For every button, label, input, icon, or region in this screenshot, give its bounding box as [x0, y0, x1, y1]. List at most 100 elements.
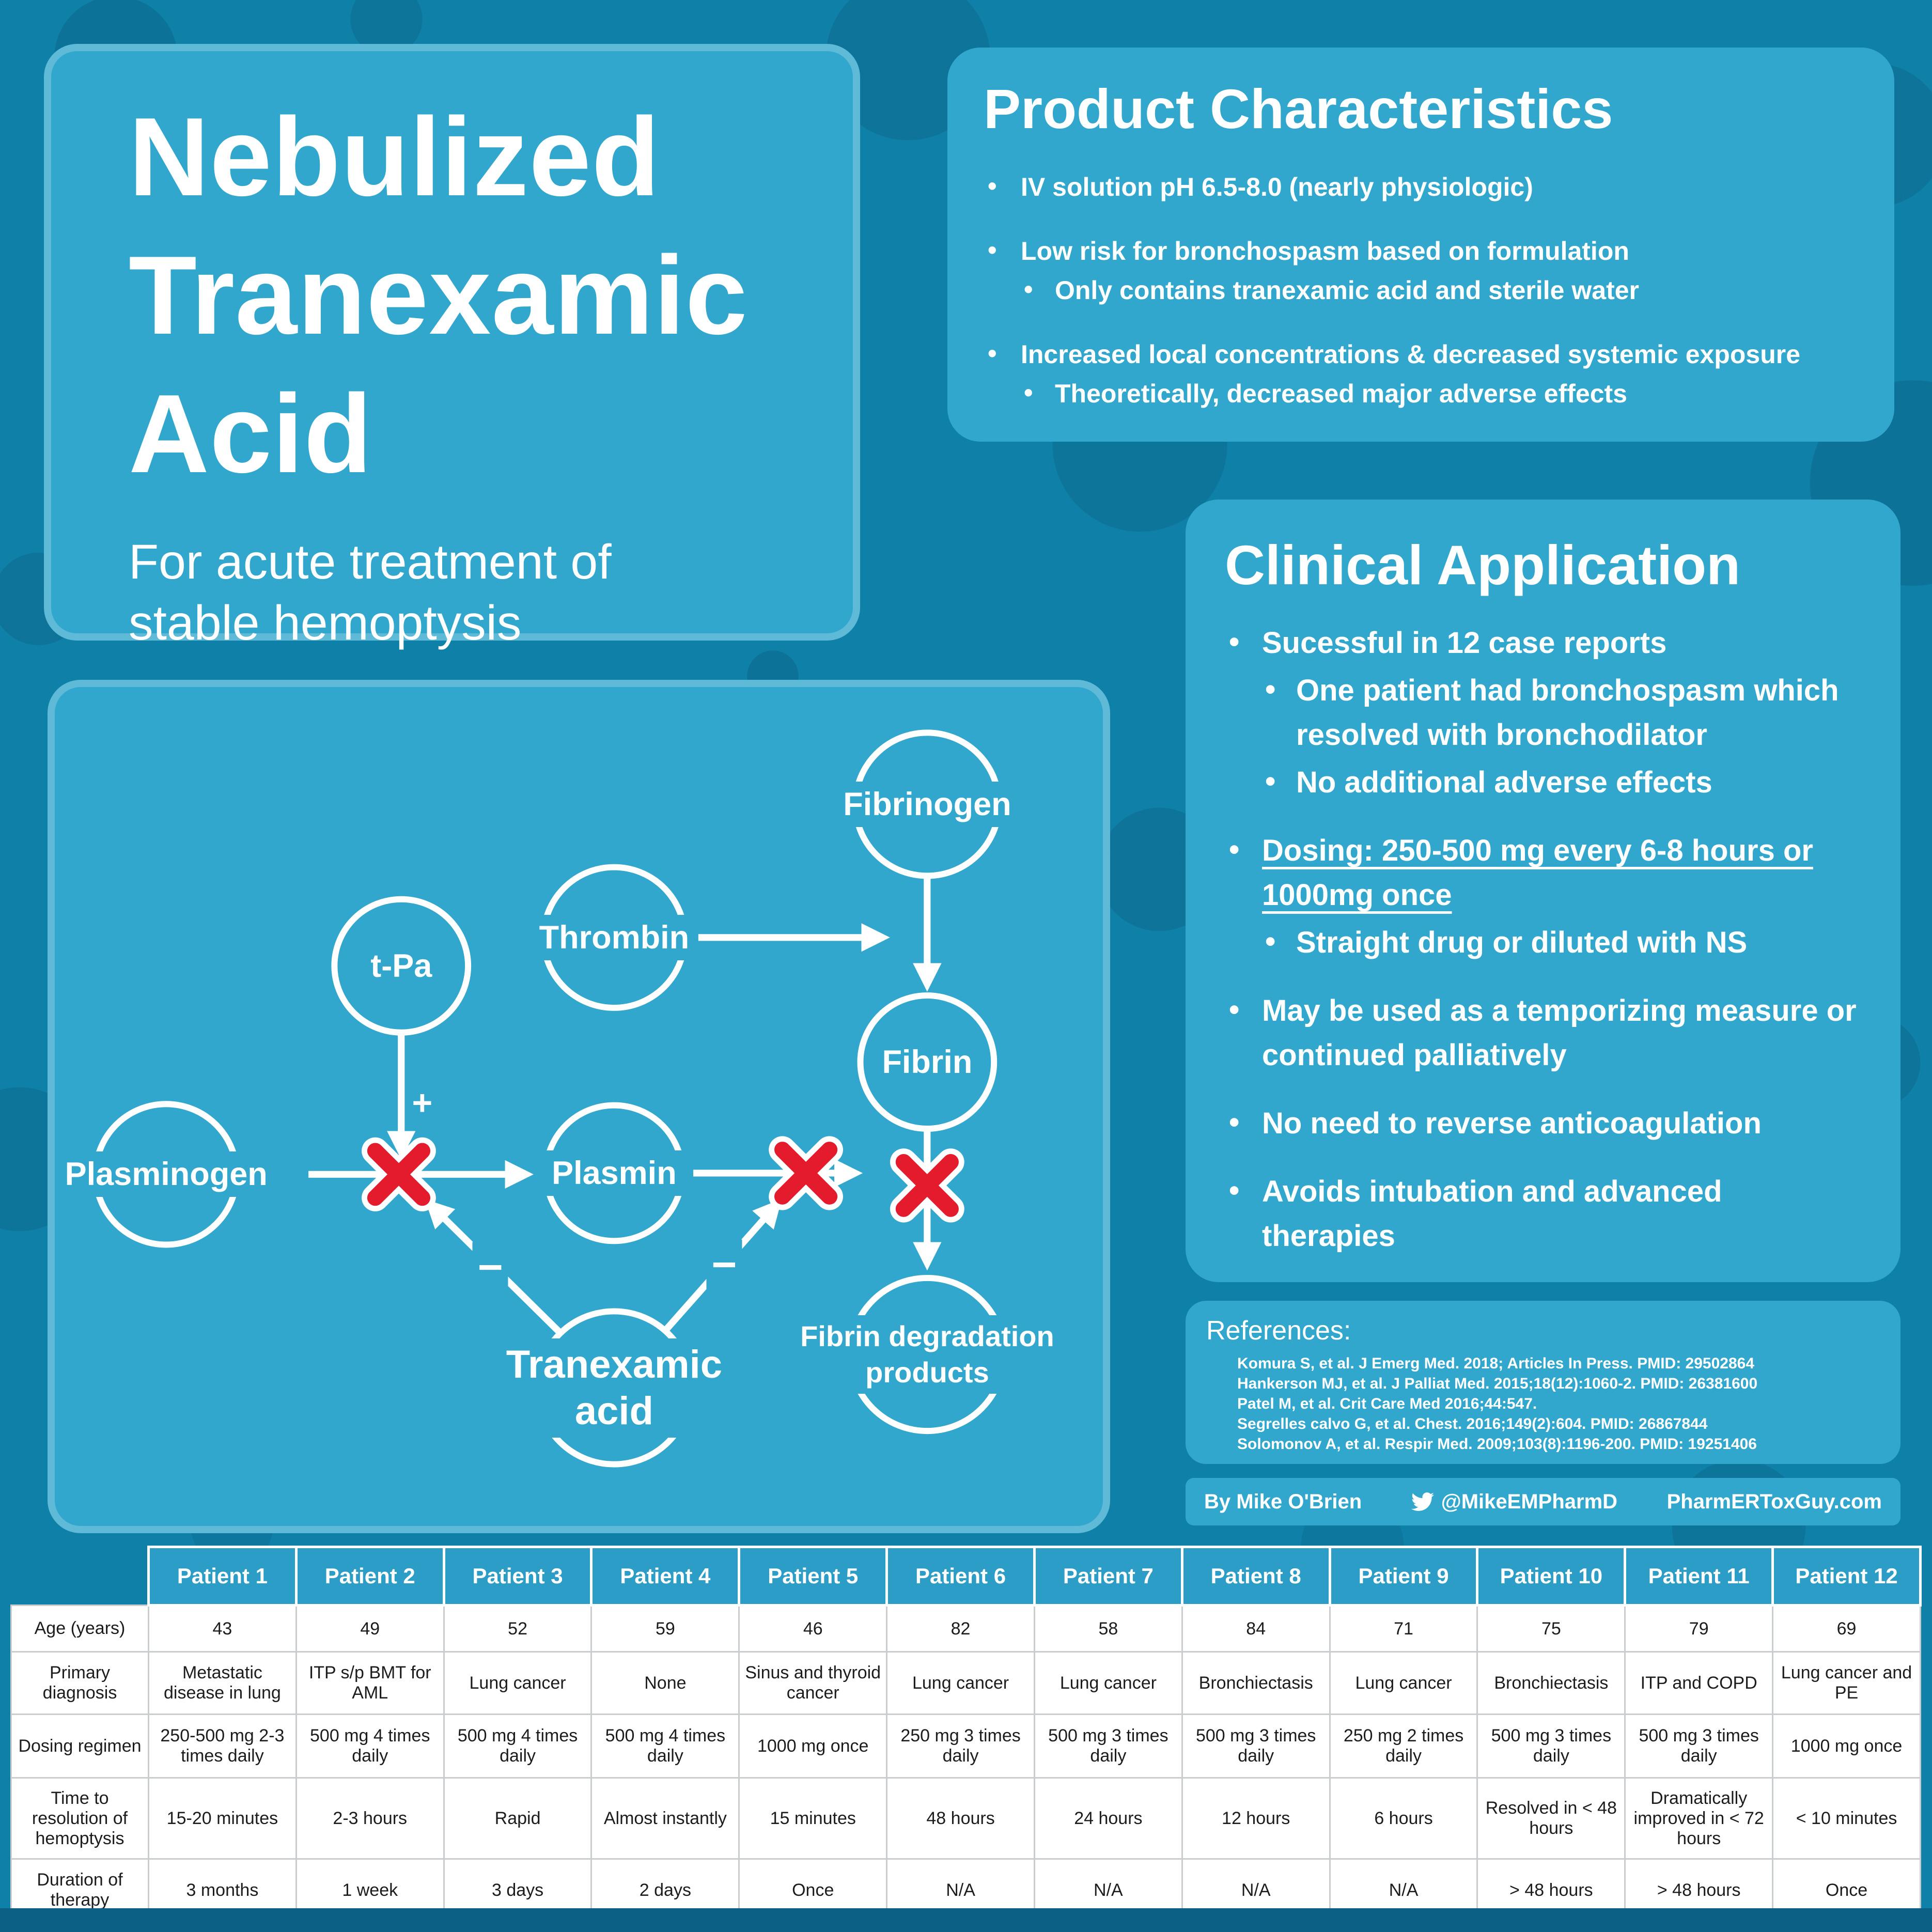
plus-sign: +: [407, 1082, 438, 1123]
node-tranexamic-acid: Tranexamic acid: [483, 1338, 745, 1438]
col-header-patient-8: Patient 8: [1180, 1546, 1331, 1607]
table-row-diagnosis: Primary diagnosis Metastatic disease in …: [10, 1651, 1921, 1715]
bullet-item: Increased local concentrations & decreas…: [984, 335, 1858, 412]
bullet-text: Theoretically, decreased major adverse e…: [1055, 379, 1627, 408]
table-cell: Sinus and thyroid cancer: [738, 1651, 888, 1715]
table-cell: 58: [1033, 1604, 1183, 1653]
tpa-circle: [331, 896, 472, 1036]
product-characteristics-panel: Product Characteristics IV solution pH 6…: [947, 48, 1894, 442]
product-characteristics-list: IV solution pH 6.5-8.0 (nearly physiolog…: [984, 168, 1858, 412]
row-label-dosing: Dosing regimen: [10, 1713, 149, 1779]
col-header-patient-11: Patient 11: [1624, 1546, 1774, 1607]
bullet-item: Sucessful in 12 case reports One patient…: [1225, 620, 1861, 805]
sub-bullet-item: Theoretically, decreased major adverse e…: [1021, 375, 1858, 412]
col-header-patient-9: Patient 9: [1328, 1546, 1479, 1607]
sub-bullet-item: One patient had bronchospasm which resol…: [1262, 667, 1861, 757]
table-cell: 52: [443, 1604, 593, 1653]
table-cell: 46: [738, 1604, 888, 1653]
table-row-age: Age (years) 43 49 52 59 46 82 58 84 71 7…: [10, 1604, 1921, 1653]
col-header-patient-4: Patient 4: [590, 1546, 741, 1607]
reference-item: Patel M, et al. Crit Care Med 2016;44:54…: [1237, 1395, 1537, 1412]
bullet-item: No need to reverse anticoagulation: [1225, 1100, 1861, 1146]
bullet-text: Low risk for bronchospasm based on formu…: [1021, 237, 1629, 266]
table-cell: Bronchiectasis: [1476, 1651, 1626, 1715]
title-panel: Nebulized Tranexamic Acid For acute trea…: [44, 44, 860, 650]
clinical-application-panel: Clinical Application Sucessful in 12 cas…: [1186, 500, 1900, 1282]
sub-bullet-item: No additional adverse effects: [1262, 759, 1861, 805]
bullet-text: One patient had bronchospasm which resol…: [1296, 674, 1839, 752]
col-header-patient-10: Patient 10: [1476, 1546, 1627, 1607]
col-header-patient-1: Patient 1: [147, 1546, 298, 1607]
node-plasmin: Plasmin: [542, 1150, 686, 1196]
x-mark-fibrin-fdp: [890, 1148, 964, 1223]
bottom-accent-strip: [0, 1908, 1932, 1932]
references-list: Komura S, et al. J Emerg Med. 2018; Arti…: [1237, 1353, 1880, 1454]
clinical-application-title: Clinical Application: [1225, 534, 1741, 596]
bullet-text: No need to reverse anticoagulation: [1262, 1107, 1762, 1140]
table-cell: 24 hours: [1033, 1777, 1183, 1860]
table-corner-cell: [11, 1547, 149, 1606]
bullet-text: May be used as a temporizing measure or …: [1262, 994, 1857, 1072]
bullet-item: Low risk for bronchospasm based on formu…: [984, 232, 1858, 308]
sub-bullet-list: Theoretically, decreased major adverse e…: [1021, 375, 1858, 412]
table-cell: 500 mg 3 times daily: [1476, 1713, 1626, 1779]
sub-bullet-list: One patient had bronchospasm which resol…: [1262, 667, 1861, 805]
table-cell: Rapid: [443, 1777, 593, 1860]
table-row-time-to-resolution: Time to resolution of hemoptysis 15-20 m…: [10, 1777, 1921, 1860]
reference-item: Komura S, et al. J Emerg Med. 2018; Arti…: [1237, 1355, 1755, 1372]
pathway-diagram-panel: Fibrinogen Thrombin t-Pa Fibrin Plasmino…: [48, 680, 1110, 1533]
table-cell: 1000 mg once: [1772, 1713, 1921, 1779]
table-cell: ITP and COPD: [1624, 1651, 1774, 1715]
table-cell: Resolved in < 48 hours: [1476, 1777, 1626, 1860]
reference-item: Hankerson MJ, et al. J Palliat Med. 2015…: [1237, 1375, 1758, 1392]
sub-bullet-item: Straight drug or diluted with NS: [1262, 920, 1861, 965]
row-label-time-to-resolution: Time to resolution of hemoptysis: [10, 1777, 149, 1860]
main-title: Nebulized Tranexamic Acid: [129, 87, 853, 503]
bullet-text: Sucessful in 12 case reports: [1262, 626, 1667, 660]
table-cell: 82: [886, 1604, 1035, 1653]
twitter-credit[interactable]: @MikeEMPharmD: [1411, 1490, 1617, 1514]
table-cell: 250 mg 3 times daily: [886, 1713, 1035, 1779]
title-line-3: Acid: [129, 371, 373, 496]
table-cell: Bronchiectasis: [1181, 1651, 1331, 1715]
node-fibrinogen: Fibrinogen: [834, 781, 1021, 827]
website-link[interactable]: PharmERToxGuy.com: [1666, 1490, 1882, 1513]
minus-sign-right: −: [706, 1239, 742, 1290]
table-cell: 6 hours: [1329, 1777, 1478, 1860]
node-plasminogen: Plasminogen: [55, 1151, 277, 1197]
row-label-age: Age (years): [10, 1604, 149, 1653]
table-cell: 1000 mg once: [738, 1713, 888, 1779]
node-tpa: t-Pa: [361, 943, 442, 989]
twitter-handle[interactable]: @MikeEMPharmD: [1441, 1490, 1618, 1513]
table-cell: 84: [1181, 1604, 1331, 1653]
table-cell: 500 mg 3 times daily: [1624, 1713, 1774, 1779]
bullet-text: IV solution pH 6.5-8.0 (nearly physiolog…: [1021, 173, 1533, 201]
col-header-patient-6: Patient 6: [885, 1546, 1036, 1607]
table-cell: 48 hours: [886, 1777, 1035, 1860]
table-cell: 250 mg 2 times daily: [1329, 1713, 1478, 1779]
bullet-item: May be used as a temporizing measure or …: [1225, 988, 1861, 1078]
table-row-dosing: Dosing regimen 250-500 mg 2-3 times dail…: [10, 1713, 1921, 1779]
title-subtitle: For acute treatment of stable hemoptysis: [129, 535, 612, 650]
table-cell: None: [590, 1651, 740, 1715]
table-cell: Dramatically improved in < 72 hours: [1624, 1777, 1774, 1860]
table-cell: Lung cancer: [1329, 1651, 1478, 1715]
bullet-text: Increased local concentrations & decreas…: [1021, 340, 1801, 369]
clinical-application-list: Sucessful in 12 case reports One patient…: [1225, 620, 1861, 1258]
product-characteristics-title: Product Characteristics: [984, 77, 1613, 140]
col-header-patient-12: Patient 12: [1771, 1546, 1922, 1607]
table-cell: 79: [1624, 1604, 1774, 1653]
node-fibrin-degradation-products: Fibrin degradation products: [773, 1315, 1081, 1394]
col-header-patient-5: Patient 5: [738, 1546, 889, 1607]
col-header-patient-2: Patient 2: [294, 1546, 445, 1607]
table-cell: 75: [1476, 1604, 1626, 1653]
table-cell: Lung cancer and PE: [1772, 1651, 1921, 1715]
dosing-bullet-text: Dosing: 250-500 mg every 6-8 hours or 10…: [1262, 834, 1813, 912]
sub-bullet-list: Straight drug or diluted with NS: [1262, 920, 1861, 965]
table-cell: Metastatic disease in lung: [148, 1651, 297, 1715]
bullet-item: Dosing: 250-500 mg every 6-8 hours or 10…: [1225, 828, 1861, 965]
table-cell: 500 mg 3 times daily: [1033, 1713, 1183, 1779]
bullet-text: Straight drug or diluted with NS: [1296, 926, 1748, 959]
table-cell: 71: [1329, 1604, 1478, 1653]
table-cell: 69: [1772, 1604, 1921, 1653]
